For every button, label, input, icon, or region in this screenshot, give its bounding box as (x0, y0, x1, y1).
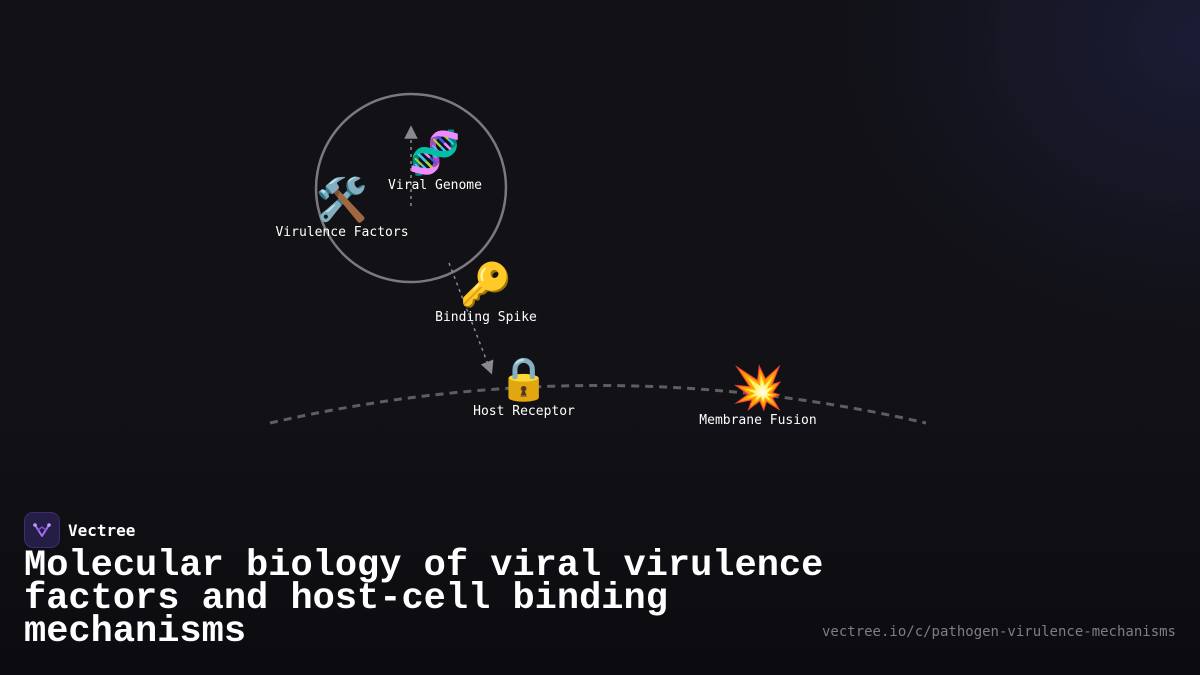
dna-icon: 🧬 (408, 128, 462, 177)
page-url: vectree.io/c/pathogen-virulence-mechanis… (821, 624, 1176, 640)
viral-genome-label: Viral Genome (388, 178, 482, 193)
key-icon: 🔑 (459, 260, 513, 309)
host-receptor-label: Host Receptor (473, 404, 575, 419)
tools-icon: 🛠️ (315, 175, 369, 224)
membrane-fusion-label: Membrane Fusion (699, 413, 817, 428)
brand: Vectree (24, 512, 135, 548)
binding-spike-label: Binding Spike (435, 310, 537, 325)
host-membrane-curve (269, 384, 927, 425)
node-host-receptor: 🔒 Host Receptor (473, 354, 575, 420)
virulence-factors-label: Virulence Factors (275, 225, 409, 240)
page-title: Molecular biology of viral virulence fac… (24, 545, 824, 653)
edge-spike-to-receptor (448, 262, 494, 375)
node-membrane-fusion: 💥 Membrane Fusion (699, 363, 817, 429)
virus-envelope-circle (314, 92, 508, 284)
brand-name: Vectree (68, 520, 136, 540)
collision-icon: 💥 (731, 363, 785, 412)
node-virulence-factors: 🛠️ Virulence Factors (275, 175, 409, 241)
lock-icon: 🔒 (497, 354, 551, 403)
node-binding-spike: 🔑 Binding Spike (435, 260, 537, 326)
vectree-logo-icon (24, 512, 60, 548)
node-viral-genome: 🧬 Viral Genome (388, 128, 482, 194)
